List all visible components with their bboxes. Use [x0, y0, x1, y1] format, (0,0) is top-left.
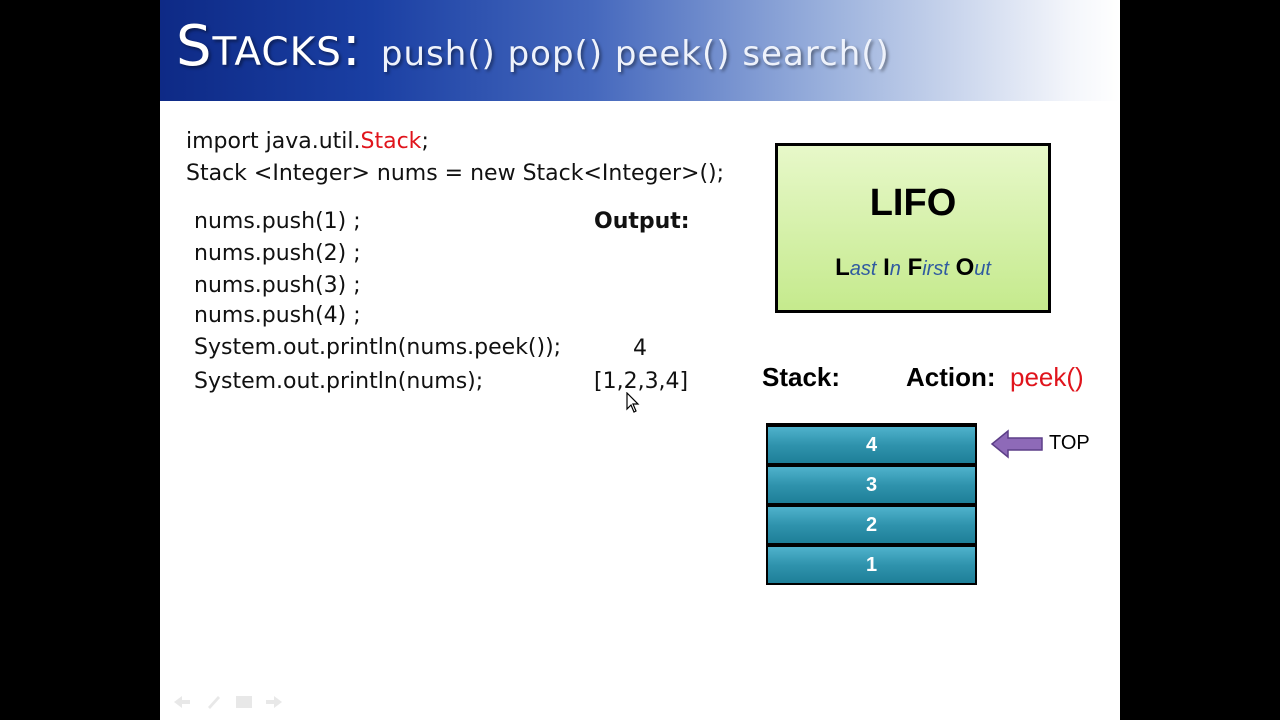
- output-value: 4: [633, 336, 647, 361]
- import-prefix: import java.util.: [186, 129, 361, 154]
- lifo-letter: F: [907, 254, 923, 281]
- code-line: nums.push(2) ;: [194, 241, 361, 266]
- code-line: System.out.println(nums.peek());: [194, 335, 562, 360]
- declaration-line: Stack <Integer> nums = new Stack<Integer…: [186, 161, 725, 186]
- title-methods: push() pop() peek() search(): [380, 34, 890, 74]
- import-class: Stack: [360, 129, 422, 154]
- previous-icon: [174, 696, 190, 708]
- lifo-box: LIFO Last In First Out: [775, 143, 1051, 313]
- slide-title: Stacks: push() pop() peek() search(): [176, 14, 890, 79]
- mouse-cursor-icon: [626, 392, 640, 413]
- code-line: nums.push(4) ;: [194, 303, 361, 328]
- title-main: Stacks:: [176, 14, 362, 79]
- lifo-word-rest: n: [889, 258, 901, 280]
- lifo-word-rest: ut: [974, 258, 991, 280]
- left-arrow-icon: [990, 429, 1043, 459]
- menu-icon: [236, 696, 252, 708]
- output-heading: Output:: [594, 209, 690, 234]
- lifo-expansion: Last In First Out: [778, 254, 1048, 282]
- output-value: [1,2,3,4]: [594, 369, 689, 394]
- import-line: import java.util.Stack;: [186, 129, 429, 154]
- lifo-word-rest: ast: [849, 258, 877, 280]
- stack-label: Stack:: [762, 362, 841, 392]
- stack-cell: 4: [768, 427, 975, 463]
- top-label: TOP: [1049, 432, 1090, 454]
- stack-cell: 3: [768, 467, 975, 503]
- lifo-title: LIFO: [869, 182, 957, 224]
- action-value: peek(): [1010, 362, 1084, 392]
- code-line: nums.push(3) ;: [194, 273, 361, 298]
- code-line: nums.push(1) ;: [194, 209, 361, 234]
- lifo-letter: L: [835, 254, 850, 281]
- stack-diagram: 4 3 2 1: [766, 423, 977, 585]
- slide: Stacks: push() pop() peek() search() imp…: [160, 0, 1120, 720]
- import-suffix: ;: [421, 129, 429, 154]
- slideshow-controls[interactable]: [170, 692, 290, 712]
- action-label: Action:: [906, 362, 996, 392]
- code-line: System.out.println(nums);: [194, 369, 484, 394]
- title-banner: Stacks: push() pop() peek() search(): [160, 0, 1120, 101]
- lifo-letter: O: [955, 254, 975, 281]
- next-icon: [266, 696, 282, 708]
- stack-cell: 1: [768, 547, 975, 583]
- pen-icon: [208, 696, 220, 709]
- lifo-word-rest: irst: [922, 258, 949, 280]
- stack-cell: 2: [768, 507, 975, 543]
- lifo-letter: I: [883, 254, 890, 281]
